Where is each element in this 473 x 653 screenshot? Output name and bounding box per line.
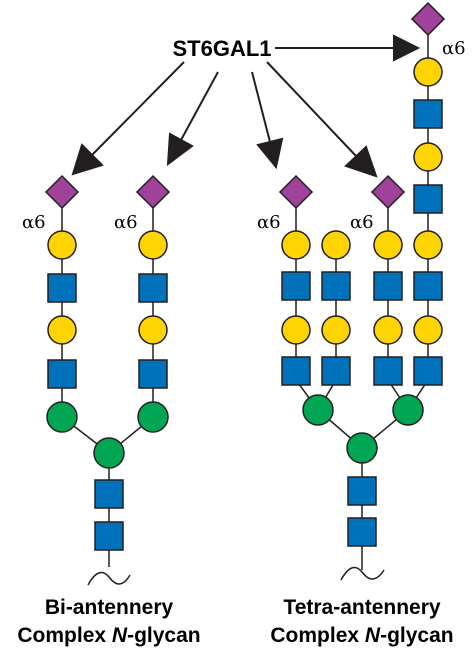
glcnac-square (138, 273, 168, 303)
arrowhead-1 (71, 143, 104, 176)
mannose-circle (346, 432, 378, 464)
reducing-end-squiggle-right (340, 566, 385, 581)
sialic-acid-diamond (44, 174, 80, 210)
galactose-circle (413, 315, 443, 345)
galactose-circle (138, 230, 168, 260)
glcnac-group (47, 99, 443, 551)
galactose-circle (47, 315, 77, 345)
sialic-acid-diamond (370, 174, 406, 210)
glcnac-square (413, 271, 443, 301)
mannose-circle (302, 394, 334, 426)
glcnac-square (281, 271, 311, 301)
mannose-circle (392, 394, 424, 426)
enzyme-label: ST6GAL1 (172, 36, 271, 61)
glcnac-square (281, 356, 311, 386)
arrowhead-5 (393, 34, 421, 62)
arrowhead-2 (166, 132, 194, 167)
left-caption-line2: Complex N-glycan (17, 624, 200, 647)
glcnac-square (321, 271, 351, 301)
right-caption-line2: Complex N-glycan (270, 624, 453, 647)
mannose-circle (46, 401, 78, 433)
left-caption: Bi-antennery Complex N-glycan (17, 596, 200, 647)
mannose-group (46, 394, 424, 469)
arrow-line-1 (91, 61, 185, 156)
linkage-label: α6 (257, 212, 281, 233)
galactose-circle (413, 57, 443, 87)
galactose-circle (281, 230, 311, 260)
galactose-circle (373, 230, 403, 260)
galactose-group (47, 57, 443, 345)
linkage-label: α6 (442, 38, 466, 59)
mannose-circle (93, 437, 125, 469)
glcnac-square (94, 521, 124, 551)
galactose-circle (321, 230, 351, 260)
glcnac-square (413, 184, 443, 214)
enzyme-arrows (71, 34, 421, 178)
right-caption: Tetra-antennery Complex N-glycan (270, 596, 453, 647)
glcnac-square (347, 476, 377, 506)
glcnac-square (373, 356, 403, 386)
linkage-label: α6 (22, 212, 46, 233)
arrowhead-3 (256, 137, 284, 170)
galactose-circle (281, 315, 311, 345)
glcnac-square (94, 479, 124, 509)
sialic-acid-diamond (135, 174, 171, 210)
glcnac-square (347, 517, 377, 547)
galactose-circle (138, 315, 168, 345)
glcnac-square (138, 359, 168, 389)
glcnac-square (47, 359, 77, 389)
glcnac-square (413, 99, 443, 129)
glcnac-square (321, 356, 351, 386)
linkage-label: α6 (350, 212, 374, 233)
reducing-end-squiggle-left (87, 571, 131, 586)
mannose-circle (137, 401, 169, 433)
arrow-line-2 (180, 71, 219, 141)
glcnac-square (47, 273, 77, 303)
galactose-circle (413, 230, 443, 260)
galactose-circle (321, 315, 351, 345)
glcnac-square (413, 356, 443, 386)
arrowhead-4 (344, 145, 378, 178)
galactose-circle (413, 142, 443, 172)
glcnac-square (373, 271, 403, 301)
sialic-acid-group (44, 1, 446, 210)
arrow-line-4 (266, 61, 357, 157)
galactose-circle (47, 230, 77, 260)
galactose-circle (373, 315, 403, 345)
arrow-line-3 (251, 71, 271, 143)
linkage-label: α6 (114, 212, 138, 233)
sialic-acid-diamond (278, 174, 314, 210)
left-caption-line1: Bi-antennery (45, 596, 174, 619)
right-caption-line1: Tetra-antennery (283, 596, 440, 619)
sialic-acid-diamond (410, 1, 446, 37)
